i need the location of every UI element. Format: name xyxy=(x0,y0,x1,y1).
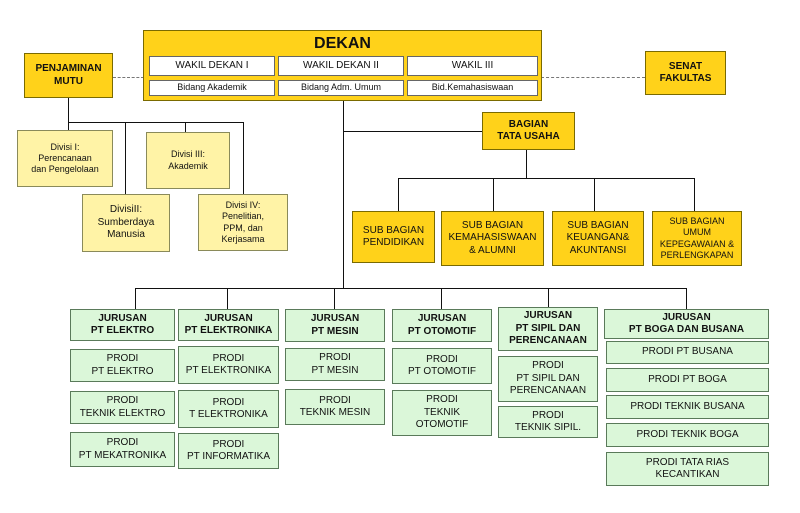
senat-fakultas-box: SENAT FAKULTAS xyxy=(645,51,726,95)
line xyxy=(227,288,228,309)
divisi-3-box: Divisi III: Akademik xyxy=(146,132,230,189)
prodi-t-elektronika: PRODI T ELEKTRONIKA xyxy=(178,390,279,428)
line xyxy=(548,288,549,309)
prodi-pt-sipil: PRODI PT SIPIL DAN PERENCANAAN xyxy=(498,356,598,402)
wakil-dekan-1-bidang: Bidang Akademik xyxy=(149,80,275,96)
wakil-dekan-3: WAKIL III xyxy=(407,56,538,76)
line xyxy=(686,288,687,309)
prodi-tata-rias-kecantikan: PRODI TATA RIAS KECANTIKAN xyxy=(606,452,769,486)
sub-bagian-pendidikan-box: SUB BAGIAN PENDIDIKAN xyxy=(352,211,435,263)
sub-bagian-kemahasiswaan-box: SUB BAGIAN KEMAHASISWAAN & ALUMNI xyxy=(441,211,544,266)
prodi-pt-boga: PRODI PT BOGA xyxy=(606,368,769,392)
prodi-teknik-mesin: PRODI TEKNIK MESIN xyxy=(285,389,385,425)
jurusan-pt-sipil: JURUSAN PT SIPIL DAN PERENCANAAN xyxy=(498,307,598,351)
line xyxy=(343,131,482,132)
wakil-dekan-1: WAKIL DEKAN I xyxy=(149,56,275,76)
line xyxy=(594,178,595,211)
line xyxy=(68,122,69,130)
line xyxy=(398,178,399,211)
divisi-1-box: Divisi I: Perencanaan dan Pengelolaan xyxy=(17,130,113,187)
line xyxy=(343,100,344,288)
wakil-dekan-3-sub: Bid.Kemahasiswaan xyxy=(431,82,514,93)
wakil-dekan-1-title: WAKIL DEKAN I xyxy=(175,59,249,71)
divisi-2-box: DivisiII: Sumberdaya Manusia xyxy=(82,194,170,252)
line xyxy=(398,178,695,179)
line xyxy=(125,122,126,194)
prodi-pt-informatika: PRODI PT INFORMATIKA xyxy=(178,433,279,469)
jurusan-pt-elektro: JURUSAN PT ELEKTRO xyxy=(70,309,175,341)
prodi-pt-mekatronika: PRODI PT MEKATRONIKA xyxy=(70,432,175,467)
line xyxy=(526,150,527,178)
jurusan-pt-elektronika: JURUSAN PT ELEKTRONIKA xyxy=(178,309,279,341)
prodi-pt-busana: PRODI PT BUSANA xyxy=(606,341,769,364)
penjaminan-mutu-box: PENJAMINAN MUTU xyxy=(24,53,113,98)
jurusan-pt-otomotif: JURUSAN PT OTOMOTIF xyxy=(392,309,492,342)
line xyxy=(441,288,442,309)
line xyxy=(185,122,186,132)
bagian-tata-usaha-box: BAGIAN TATA USAHA xyxy=(482,112,575,150)
line xyxy=(334,288,335,309)
sub-bagian-umum-box: SUB BAGIAN UMUM KEPEGAWAIAN & PERLENGKAP… xyxy=(652,211,742,266)
dashed-link-senat xyxy=(541,77,645,78)
jurusan-pt-mesin: JURUSAN PT MESIN xyxy=(285,309,385,342)
divisi-4-box: Divisi IV: Penelitian, PPM, dan Kerjasam… xyxy=(198,194,288,251)
jurusan-pt-boga-busana: JURUSAN PT BOGA DAN BUSANA xyxy=(604,309,769,339)
prodi-teknik-otomotif: PRODI TEKNIK OTOMOTIF xyxy=(392,390,492,436)
wakil-dekan-3-title: WAKIL III xyxy=(451,59,494,71)
prodi-teknik-sipil: PRODI TEKNIK SIPIL. xyxy=(498,406,598,438)
sub-bagian-keuangan-box: SUB BAGIAN KEUANGAN& AKUNTANSI xyxy=(552,211,644,266)
prodi-teknik-elektro: PRODI TEKNIK ELEKTRO xyxy=(70,391,175,424)
wakil-dekan-2-bidang: Bidang Adm. Umum xyxy=(278,80,404,96)
prodi-pt-elektronika: PRODI PT ELEKTRONIKA xyxy=(178,346,279,384)
wakil-dekan-1-sub: Bidang Akademik xyxy=(177,82,247,93)
line xyxy=(694,178,695,211)
dashed-link-penjaminan xyxy=(113,77,144,78)
wakil-dekan-2-sub: Bidang Adm. Umum xyxy=(300,82,382,93)
wakil-dekan-2: WAKIL DEKAN II xyxy=(278,56,404,76)
line xyxy=(135,288,136,309)
prodi-teknik-boga: PRODI TEKNIK BOGA xyxy=(606,423,769,447)
dekan-title: DEKAN xyxy=(314,35,371,52)
line xyxy=(68,98,69,123)
line xyxy=(135,288,687,289)
line xyxy=(68,122,244,123)
wakil-dekan-3-bidang: Bid.Kemahasiswaan xyxy=(407,80,538,96)
line xyxy=(493,178,494,211)
wakil-dekan-2-title: WAKIL DEKAN II xyxy=(303,59,379,71)
prodi-pt-otomotif: PRODI PT OTOMOTIF xyxy=(392,348,492,384)
prodi-teknik-busana: PRODI TEKNIK BUSANA xyxy=(606,395,769,419)
line xyxy=(243,122,244,194)
prodi-pt-mesin: PRODI PT MESIN xyxy=(285,348,385,381)
prodi-pt-elektro: PRODI PT ELEKTRO xyxy=(70,349,175,382)
